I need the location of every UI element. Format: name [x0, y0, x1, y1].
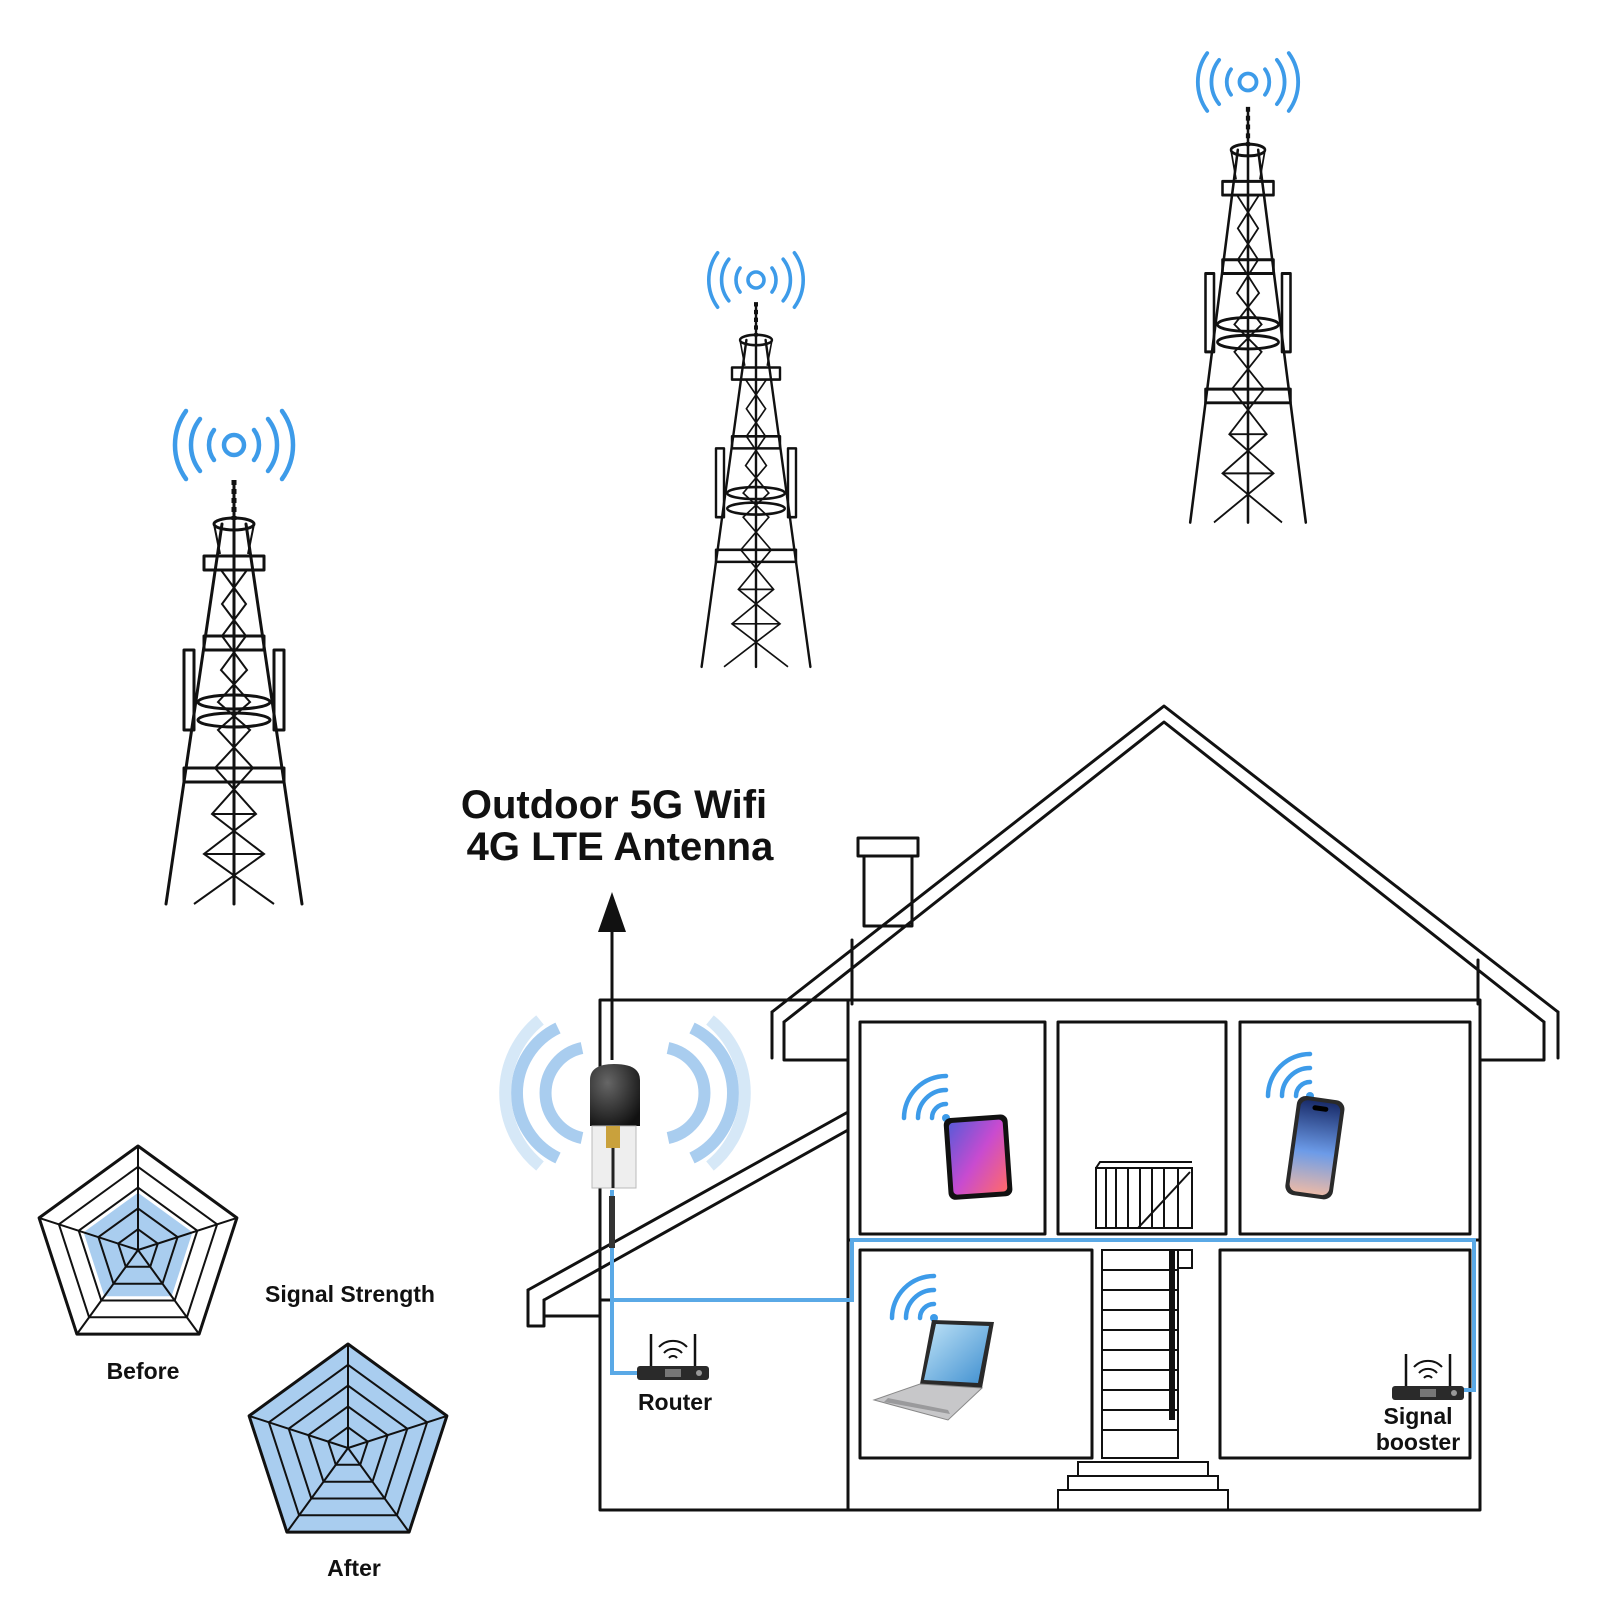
antenna-signal-waves [499, 1015, 751, 1171]
cell-tower-left [166, 411, 302, 904]
broadcast-signal-icon [1195, 51, 1301, 113]
front-steps [1057, 1461, 1229, 1511]
stair-railing [1095, 1161, 1193, 1229]
radar-spoke [76, 1249, 139, 1335]
wifi-signal-icon [904, 1076, 950, 1122]
radar-spoke [38, 1216, 139, 1251]
cell-tower-right [1190, 51, 1306, 523]
radar-ring [307, 1405, 389, 1483]
broadcast-signal-icon [706, 251, 806, 310]
radar-ring [37, 1144, 239, 1336]
laptop-icon [872, 1320, 994, 1421]
radar-ring [247, 1342, 449, 1534]
smartphone-icon [1285, 1095, 1345, 1200]
radar-ring [287, 1384, 409, 1500]
router-label: Router [638, 1389, 712, 1415]
wifi-signal-icon [1268, 1054, 1314, 1100]
radar-ring [57, 1165, 219, 1319]
cell-tower-icon [1190, 107, 1306, 523]
radar-before [37, 1144, 239, 1336]
signal-booster-label-line1: Signal [1383, 1403, 1452, 1429]
radar-spoke [137, 1216, 238, 1251]
before-label: Before [107, 1358, 180, 1384]
radar-spoke [286, 1447, 349, 1533]
broadcast-signal-icon [175, 411, 293, 479]
antenna-title-line1: Outdoor 5G Wifi [461, 783, 767, 827]
antenna-icon [499, 1015, 751, 1189]
radar-spoke [347, 1447, 410, 1533]
router-icon [635, 1332, 711, 1382]
cell-tower-middle [702, 251, 811, 667]
wifi-signal-icon [892, 1276, 938, 1322]
radar-ring [97, 1207, 179, 1285]
antenna-title-line2: 4G LTE Antenna [467, 825, 774, 869]
radar-after [247, 1342, 449, 1534]
radar-ring [267, 1363, 429, 1517]
antenna-cable [610, 1190, 1476, 1392]
radar-spoke [137, 1249, 200, 1335]
signal-strength-label: Signal Strength [265, 1281, 435, 1307]
tablet-icon [943, 1114, 1013, 1200]
signal-booster-icon [1390, 1352, 1466, 1402]
staircase [1101, 1249, 1193, 1459]
radar-ring [327, 1426, 369, 1466]
cell-tower-icon [166, 480, 302, 904]
after-label: After [327, 1555, 381, 1581]
arrow-up-icon [598, 892, 626, 1060]
signal-booster-label-line2: booster [1376, 1429, 1460, 1455]
radar-spoke [347, 1414, 448, 1449]
radar-ring [77, 1186, 199, 1302]
radar-ring [117, 1228, 159, 1268]
house-icon [526, 704, 1560, 1512]
radar-spoke [248, 1414, 349, 1449]
cell-tower-icon [702, 302, 811, 667]
